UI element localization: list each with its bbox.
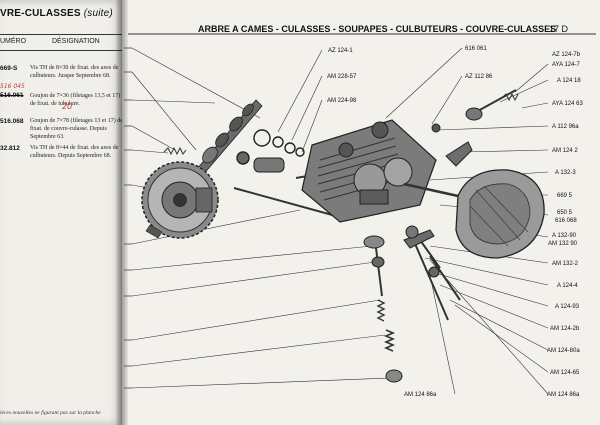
camshaft — [195, 99, 263, 177]
exhaust-valve — [465, 89, 517, 121]
small-nut — [431, 123, 441, 133]
callout-label: A 132-3 — [555, 170, 576, 176]
handwritten-note: 516 045 — [0, 83, 25, 90]
left-page-title-suffix: (suite) — [83, 8, 113, 19]
small-spring — [163, 146, 187, 156]
callout-label: A 124-4 — [557, 283, 578, 289]
part-description: Goujon de 7×78 (filetages 13 et 17) de f… — [30, 118, 123, 140]
callout-label: AM 124-65 — [550, 370, 580, 376]
timing-gear — [141, 161, 219, 239]
part-number: 516.061 — [0, 92, 24, 99]
rocker-spring — [501, 92, 519, 102]
callout-label: 616 061 — [465, 46, 487, 52]
part-number: 669-S — [0, 65, 18, 72]
callout-label: A 112 96a — [552, 124, 579, 130]
callout-label: AZ 124-7b — [552, 52, 581, 58]
callout-label: AZ 112 86 — [465, 74, 493, 80]
header-rule — [0, 34, 124, 35]
callout-label: AM 124 86a — [547, 392, 580, 398]
callout-label: AZ 124-1 — [328, 48, 353, 54]
rocker-cover — [455, 169, 545, 259]
left-page-header: VRE-CULASSES (suite) — [0, 8, 113, 19]
lower-valve-stack — [363, 235, 403, 383]
page-gutter — [116, 0, 128, 425]
callout-label: A 124-93 — [555, 304, 580, 310]
callout-label: AM 224-98 — [327, 98, 357, 104]
callout-label: AYA 124-7 — [552, 62, 580, 68]
callout-label: AM 228-57 — [327, 74, 357, 80]
callout-label: AM 124 86a — [404, 392, 437, 398]
part-description: Vis TH de 8×30 de fixat. des axes de cul… — [30, 65, 119, 79]
pushrods — [409, 231, 461, 321]
valve-guide — [253, 157, 285, 173]
callout-label: AYA 124 63 — [552, 101, 583, 107]
callout-label: AM 132 90 — [548, 241, 578, 247]
callout-labels: AZ 124-1 AM 228-57 AM 224-98 616 061 AZ … — [327, 46, 583, 398]
callout-label: AM 124-80a — [547, 348, 580, 354]
cylinder-head — [301, 119, 437, 223]
callout-label: AM 124-2b — [550, 326, 580, 332]
column-header-number: UMÉRO — [0, 38, 27, 45]
seals-and-washers — [236, 129, 305, 165]
left-page-title: VRE-CULASSES — [0, 8, 81, 19]
rocker-arm — [445, 141, 473, 167]
right-leader-lines — [277, 47, 549, 395]
handwritten-note: 20 — [62, 102, 73, 111]
part-number: 32.812 — [0, 145, 20, 152]
tappets — [403, 225, 440, 278]
callout-label: A 132-90 — [552, 233, 577, 239]
margin-ticks — [124, 47, 132, 389]
callout-label: 616 068 — [555, 218, 577, 224]
callout-label: A 124 18 — [557, 78, 581, 84]
callout-label: AM 132-2 — [552, 261, 579, 267]
callout-label: AM 124 2 — [552, 148, 578, 154]
footnote: ièces nouvelles ne figurant pas sur la p… — [0, 410, 101, 416]
right-page-title: ARBRE A CAMES - CULASSES - SOUPAPES - CU… — [198, 24, 557, 34]
column-rule — [0, 50, 124, 51]
left-page: VRE-CULASSES (suite) UMÉRO DÉSIGNATION 6… — [0, 0, 124, 425]
column-header-designation: DÉSIGNATION — [52, 38, 100, 45]
page-number: 17 D — [549, 24, 569, 34]
part-number: 516.068 — [0, 118, 24, 125]
callout-label: 669 5 — [557, 193, 573, 199]
part-description: Vis TH de 8×44 de fixat. des axes de cul… — [30, 145, 119, 159]
head-bolt — [403, 182, 459, 198]
left-leader-lines — [131, 47, 391, 389]
callout-label: 650 5 — [557, 210, 573, 216]
part-description: Goujon de 7×36 (filetages 13,5 et 17) de… — [30, 93, 121, 107]
